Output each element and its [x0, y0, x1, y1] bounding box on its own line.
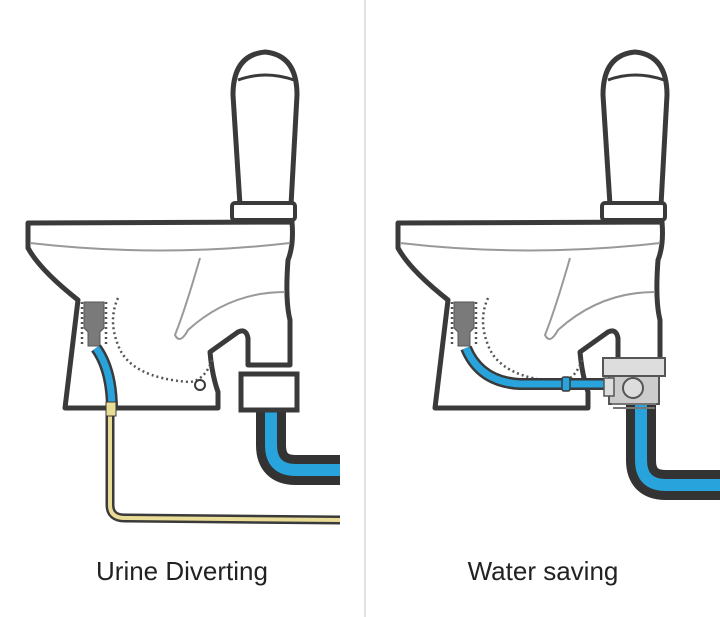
toilet-outline — [398, 52, 667, 408]
water-saving-label: Water saving — [467, 556, 619, 586]
hose — [462, 346, 606, 388]
urine-diverting-toilet — [28, 52, 341, 525]
hose-connector — [561, 376, 571, 392]
toilet-outline — [28, 52, 297, 408]
bolt-hole — [194, 379, 206, 391]
drain-collar — [238, 371, 300, 413]
urine-pipe — [108, 405, 341, 522]
drain-pipe — [626, 405, 720, 500]
water-saving-toilet — [398, 52, 720, 500]
urine-diverting-label: Urine Diverting — [96, 556, 268, 586]
adapter-threads — [612, 403, 656, 409]
adapter-top — [602, 357, 666, 377]
adapter-inlet — [603, 377, 615, 397]
drain-pipe-water — [635, 405, 720, 491]
adapter-valve-cap — [622, 377, 644, 399]
hose-connector — [105, 401, 117, 417]
drain-pipe-water — [265, 405, 340, 476]
